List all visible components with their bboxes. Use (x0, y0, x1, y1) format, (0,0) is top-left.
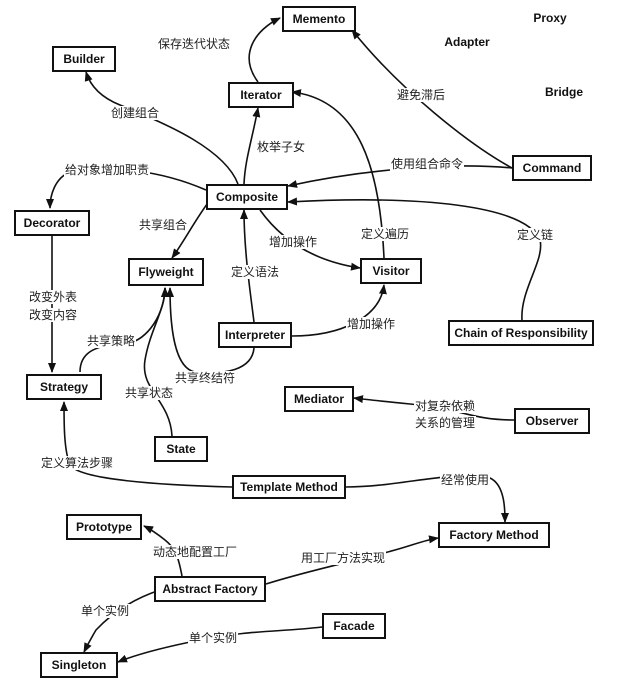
edge-state-flyweight (143, 287, 173, 437)
label-define-algorithm-steps: 定义算法步骤 (40, 456, 115, 470)
label-share-composite: 共享组合 (138, 218, 189, 232)
label-often-used: 经常使用 (440, 473, 491, 487)
label-share-state: 共享状态 (124, 386, 175, 400)
edge-chain-composite (287, 197, 542, 321)
label-change-content: 改变内容 (28, 308, 79, 322)
node-factory-method: Factory Method (438, 522, 550, 548)
label-save-iteration-state: 保存迭代状态 (157, 37, 232, 51)
node-proxy: Proxy (533, 11, 567, 25)
node-state: State (154, 436, 208, 462)
edge-abstract-singleton (83, 589, 161, 653)
node-builder: Builder (52, 46, 116, 72)
edge-composite-iterator (243, 107, 261, 185)
label-create-composite: 创建组合 (110, 106, 161, 120)
node-abstract-factory: Abstract Factory (154, 576, 266, 602)
node-strategy: Strategy (26, 374, 102, 400)
edge-abstract-prototype (143, 525, 183, 577)
edge-command-memento (351, 29, 513, 169)
node-template-method: Template Method (232, 475, 346, 499)
label-single-instance-2: 单个实例 (188, 631, 239, 645)
label-add-operation-1: 增加操作 (268, 235, 319, 249)
node-facade: Facade (322, 613, 386, 639)
node-mediator: Mediator (284, 386, 354, 412)
label-define-chain: 定义链 (516, 228, 555, 242)
node-command: Command (512, 155, 592, 181)
label-define-grammar: 定义语法 (230, 265, 281, 279)
node-adapter: Adapter (444, 35, 490, 49)
node-iterator: Iterator (228, 82, 294, 108)
label-implement-with-factory-method: 用工厂方法实现 (300, 551, 387, 565)
edge-composite-visitor (259, 209, 361, 271)
node-singleton: Singleton (40, 652, 118, 678)
node-flyweight: Flyweight (128, 258, 204, 286)
label-enumerate-children: 枚举子女 (256, 140, 307, 154)
node-decorator: Decorator (14, 210, 90, 236)
label-share-terminal: 共享终结符 (174, 371, 237, 385)
edge-iterator-memento (248, 17, 281, 83)
label-single-instance-1: 单个实例 (80, 604, 131, 618)
label-complex-dependency-2: 关系的管理 (414, 416, 477, 430)
label-define-traversal: 定义遍历 (360, 227, 411, 241)
label-share-strategy: 共享策略 (86, 334, 137, 348)
node-composite: Composite (206, 184, 288, 210)
edge-strategy-flyweight (79, 287, 169, 373)
node-chain-of-responsibility: Chain of Responsibility (448, 320, 594, 346)
label-add-responsibility: 给对象增加职责 (64, 163, 151, 177)
node-visitor: Visitor (360, 258, 422, 284)
node-bridge: Bridge (544, 85, 583, 99)
edge-visitor-iterator (291, 89, 385, 259)
node-prototype: Prototype (66, 514, 142, 540)
label-add-operation-2: 增加操作 (346, 317, 397, 331)
label-complex-dependency-1: 对复杂依赖 (414, 399, 477, 413)
label-use-composite-command: 使用组合命令 (390, 157, 465, 171)
edge-composite-flyweight (171, 199, 211, 259)
label-avoid-lag: 避免滞后 (396, 88, 447, 102)
node-memento: Memento (282, 6, 356, 32)
label-dynamic-configure-factory: 动态地配置工厂 (152, 545, 239, 559)
node-interpreter: Interpreter (218, 322, 292, 348)
node-observer: Observer (514, 408, 590, 434)
label-change-appearance: 改变外表 (28, 290, 79, 304)
